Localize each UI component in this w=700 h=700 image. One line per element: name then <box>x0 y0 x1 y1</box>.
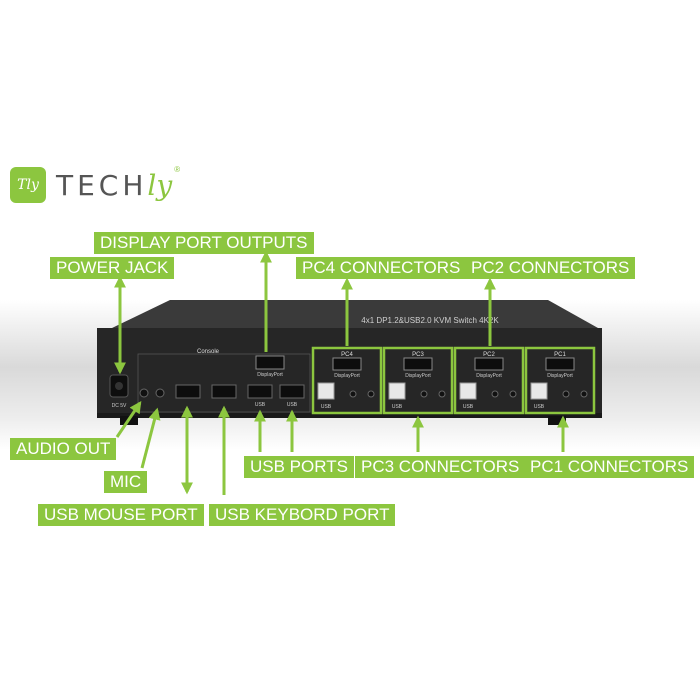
mic-jack <box>155 388 165 398</box>
pc4-displayport <box>332 357 362 371</box>
pc3-label: PC3 <box>412 352 424 358</box>
console-label: Console <box>197 349 220 355</box>
power-label: DC 5V <box>112 403 127 409</box>
console-displayport <box>255 355 285 370</box>
label-pc2-connectors: PC2 CONNECTORS <box>465 257 636 279</box>
pc1-usb-b-port <box>530 382 548 400</box>
pc2-mic-jack <box>509 390 517 398</box>
audio-out-jack <box>139 388 149 398</box>
audio-out-arrow <box>115 401 142 438</box>
usb-mouse-port <box>175 384 201 399</box>
usb-port-1 <box>247 384 273 399</box>
pc4-usb-label: USB <box>321 404 332 410</box>
device-rear-panel <box>97 328 602 416</box>
label-pc1-connectors: PC1 CONNECTORS <box>524 456 695 478</box>
label-audio-out: AUDIO OUT <box>10 438 117 460</box>
label-display-port-outputs: DISPLAY PORT OUTPUTS <box>94 232 314 254</box>
techly-logo-badge: Tly <box>10 167 46 203</box>
pc4-connector-box <box>311 346 383 415</box>
label-usb-keybord-port: USB KEYBORD PORT <box>209 504 396 526</box>
label-mic: MIC <box>104 471 148 493</box>
device-base <box>97 413 602 418</box>
pc2-audio-jack <box>491 390 499 398</box>
pc1-mic-jack <box>580 390 588 398</box>
pc3-displayport-label: DisplayPort <box>405 373 431 379</box>
pc3-displayport <box>403 357 433 371</box>
pc1-usb-label: USB <box>534 404 545 410</box>
usb-port-2-label: USB <box>287 402 298 408</box>
device-model-text: 4x1 DP1.2&USB2.0 KVM Switch 4K2K <box>361 316 499 325</box>
pc1-label: PC1 <box>554 352 566 358</box>
pc3-mic-jack <box>438 390 446 398</box>
pc2-label: PC2 <box>483 352 495 358</box>
registered-mark: ® <box>174 165 181 174</box>
usb-keyboard-port <box>211 384 237 399</box>
pc2-displayport <box>474 357 504 371</box>
pc2-usb-label: USB <box>463 404 474 410</box>
techly-logo: Tly TECHly ® <box>10 165 180 205</box>
pc4-label: PC4 <box>341 352 353 358</box>
label-usb-mouse-port: USB MOUSE PORT <box>38 504 204 526</box>
device-top-surface <box>112 300 598 328</box>
pc2-displayport-label: DisplayPort <box>476 373 502 379</box>
pc2-connector-box <box>453 346 525 415</box>
techly-logo-text: TECHly <box>56 168 173 202</box>
power-jack-hole <box>115 382 123 390</box>
pc1-displayport <box>545 357 575 371</box>
label-pc4-connectors: PC4 CONNECTORS <box>296 257 467 279</box>
pc3-usb-label: USB <box>392 404 403 410</box>
pc2-usb-b-port <box>459 382 477 400</box>
mic-arrow <box>140 407 161 469</box>
console-displayport-label: DisplayPort <box>257 372 283 378</box>
pc4-mic-jack <box>367 390 375 398</box>
label-pc3-connectors: PC3 CONNECTORS <box>355 456 526 478</box>
pc4-displayport-label: DisplayPort <box>334 373 360 379</box>
callout-arrows <box>114 250 569 495</box>
usb-port-2 <box>279 384 305 399</box>
pc4-audio-jack <box>349 390 357 398</box>
label-usb-ports: USB PORTS <box>244 456 354 478</box>
label-power-jack: POWER JACK <box>50 257 175 279</box>
pc3-usb-b-port <box>388 382 406 400</box>
pc1-audio-jack <box>562 390 570 398</box>
pc1-connector-box <box>524 346 596 415</box>
usb-port-1-label: USB <box>255 402 266 408</box>
pc4-usb-b-port <box>317 382 335 400</box>
kvm-switch-device: 4x1 DP1.2&USB2.0 KVM Switch 4K2K DC 5V C… <box>97 300 602 425</box>
pc3-connector-box <box>382 346 454 415</box>
pc1-displayport-label: DisplayPort <box>547 373 573 379</box>
pc3-audio-jack <box>420 390 428 398</box>
